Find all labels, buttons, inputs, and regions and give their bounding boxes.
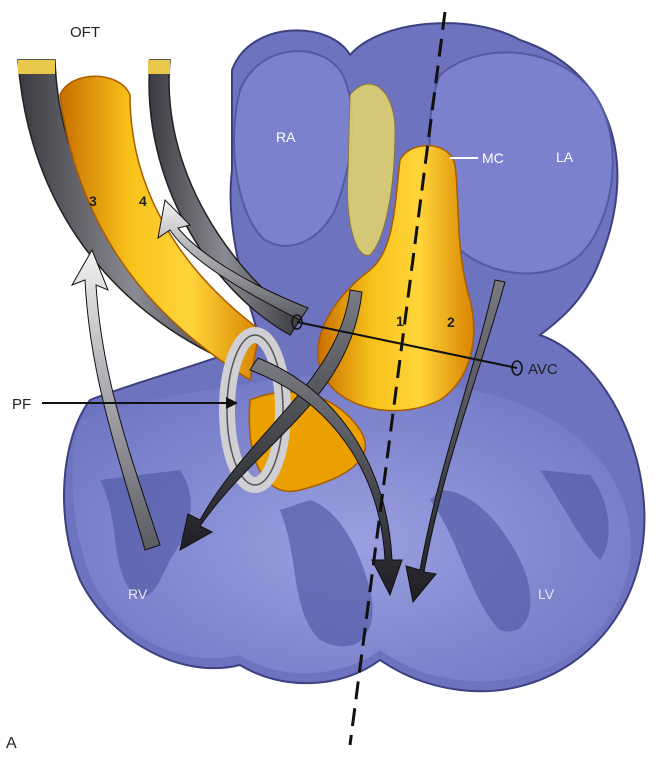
panel-label: A [6, 735, 17, 752]
oft-rim-right [148, 60, 170, 74]
label-pf: PF [12, 396, 31, 413]
label-lv: LV [538, 586, 555, 602]
label-4: 4 [139, 193, 147, 209]
label-mc: MC [482, 150, 504, 166]
oft-rim-left [18, 60, 55, 74]
label-3: 3 [89, 193, 97, 209]
label-ra: RA [276, 129, 296, 145]
label-avc: AVC [528, 361, 558, 378]
label-oft: OFT [70, 24, 100, 41]
label-rv: RV [128, 586, 148, 602]
label-la: LA [556, 149, 574, 165]
label-1: 1 [396, 313, 404, 329]
label-2: 2 [447, 314, 455, 330]
